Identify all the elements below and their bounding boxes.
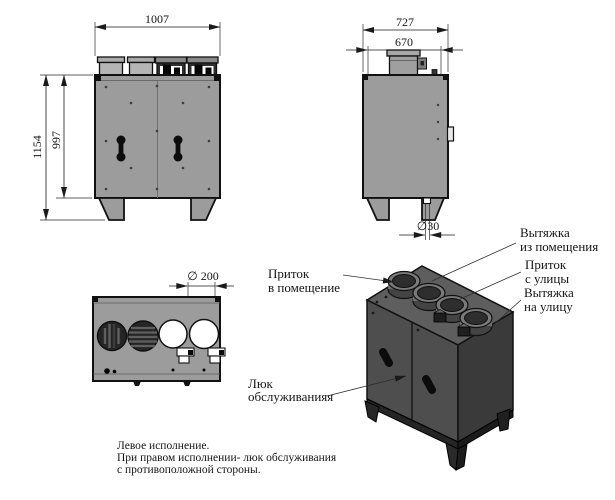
leader-exhaust-from-room xyxy=(431,242,517,282)
top-duct-flange-1 xyxy=(176,347,195,364)
front-duct-round-2 xyxy=(126,56,156,77)
side-duct xyxy=(386,49,438,76)
top-view-dots xyxy=(104,368,206,374)
top-view: ∅ 200 xyxy=(92,269,234,386)
label-supply-to-room-line2: в помещение xyxy=(268,280,340,295)
front-duct-round-1 xyxy=(96,56,126,77)
dim-drain-diameter-value: ∅30 xyxy=(417,219,439,233)
dim-body-height-value: 997 xyxy=(49,131,63,149)
iso-door-handle-left xyxy=(379,348,393,367)
dimension-heights: 1154 997 xyxy=(30,74,105,221)
drain-stub xyxy=(422,197,432,205)
label-supply-to-room-line1: Приток xyxy=(268,266,310,281)
label-exhaust-from-room: Вытяжка из помещения xyxy=(431,225,598,282)
iso-leg-left xyxy=(364,400,380,423)
front-screw-dots xyxy=(104,84,211,191)
dim-depth-overall-value: 727 xyxy=(396,15,414,29)
top-duct-flange-2 xyxy=(207,347,226,364)
iso-leg-right xyxy=(496,408,511,432)
label-service-hatch-line2: обслуживанияя xyxy=(248,389,333,404)
note-line2: При правом исполнении- люк обслуживания xyxy=(117,452,337,464)
side-corner-right xyxy=(443,75,448,80)
iso-door-handle-right xyxy=(422,375,436,394)
label-exhaust-to-street: Вытяжка на улицу xyxy=(489,285,574,329)
front-leg-left xyxy=(97,197,125,221)
top-opening-duct-1 xyxy=(158,319,188,349)
isometric-view xyxy=(364,265,515,471)
label-supply-from-street-line2: с улицы xyxy=(525,271,569,286)
leader-exhaust-to-street xyxy=(489,299,522,329)
annotations: Приток в помещение Вытяжка из помещения … xyxy=(117,225,598,476)
label-supply-to-room: Приток в помещение xyxy=(268,266,395,295)
label-exhaust-to-street-line2: на улицу xyxy=(524,299,573,314)
front-duct-flanged-1 xyxy=(154,56,188,76)
iso-duct-clamp-2 xyxy=(457,323,471,337)
iso-screw-dots xyxy=(371,295,420,332)
front-door-handle-left xyxy=(116,135,126,162)
label-service-hatch-line1: Люк xyxy=(248,376,274,391)
note-line1: Левое исполнение. xyxy=(117,440,209,452)
dimension-front-width: 1007 xyxy=(94,12,221,56)
front-corner-left xyxy=(95,75,101,81)
label-exhaust-to-street-line1: Вытяжка xyxy=(524,285,574,300)
top-opening-duct-2 xyxy=(188,318,220,350)
label-supply-from-street: Приток с улицы xyxy=(455,257,569,302)
note-line3: с противоположной стороны. xyxy=(117,464,261,476)
front-duct-flanged-2 xyxy=(186,56,219,76)
iso-leg-center xyxy=(445,442,468,471)
side-corner-left xyxy=(363,75,368,80)
dim-duct-diameter-value: ∅ 200 xyxy=(187,269,218,283)
top-view-tab-1 xyxy=(133,381,141,386)
front-corner-right xyxy=(214,75,220,81)
dim-front-width-value: 1007 xyxy=(145,12,169,26)
top-opening-grille-2 xyxy=(127,320,159,352)
top-corner-left xyxy=(93,297,98,302)
leader-supply-to-room xyxy=(342,274,395,284)
label-exhaust-from-room-line1: Вытяжка xyxy=(520,225,570,240)
top-view-tab-2 xyxy=(183,381,191,386)
side-screw-dots xyxy=(436,103,440,141)
label-supply-from-street-line1: Приток xyxy=(525,257,567,272)
front-leg-right xyxy=(190,197,218,221)
iso-duct-clamp-1 xyxy=(433,309,447,323)
label-service-hatch: Люк обслуживанияя xyxy=(248,375,407,404)
iso-duct-4 xyxy=(459,307,493,337)
label-exhaust-from-room-line2: из помещения xyxy=(520,239,598,254)
side-latch xyxy=(446,126,455,142)
side-leg-left xyxy=(365,197,390,221)
iso-duct-1 xyxy=(387,270,421,300)
side-cabinet-body xyxy=(362,74,449,199)
top-corner-right xyxy=(215,297,220,302)
dim-overall-height-value: 1154 xyxy=(30,135,44,159)
top-opening-grille-1 xyxy=(96,320,128,352)
side-view: 727 670 xyxy=(346,15,463,240)
front-view: 1007 1154 997 xyxy=(30,12,221,221)
front-door-handle-right xyxy=(173,135,183,162)
dimension-drain-diameter: ∅30 xyxy=(399,204,455,240)
leader-supply-from-street xyxy=(455,271,522,302)
dim-depth-body-value: 670 xyxy=(395,35,413,49)
leader-service-hatch xyxy=(326,375,407,397)
note-block: Левое исполнение. При правом исполнении-… xyxy=(117,440,337,476)
